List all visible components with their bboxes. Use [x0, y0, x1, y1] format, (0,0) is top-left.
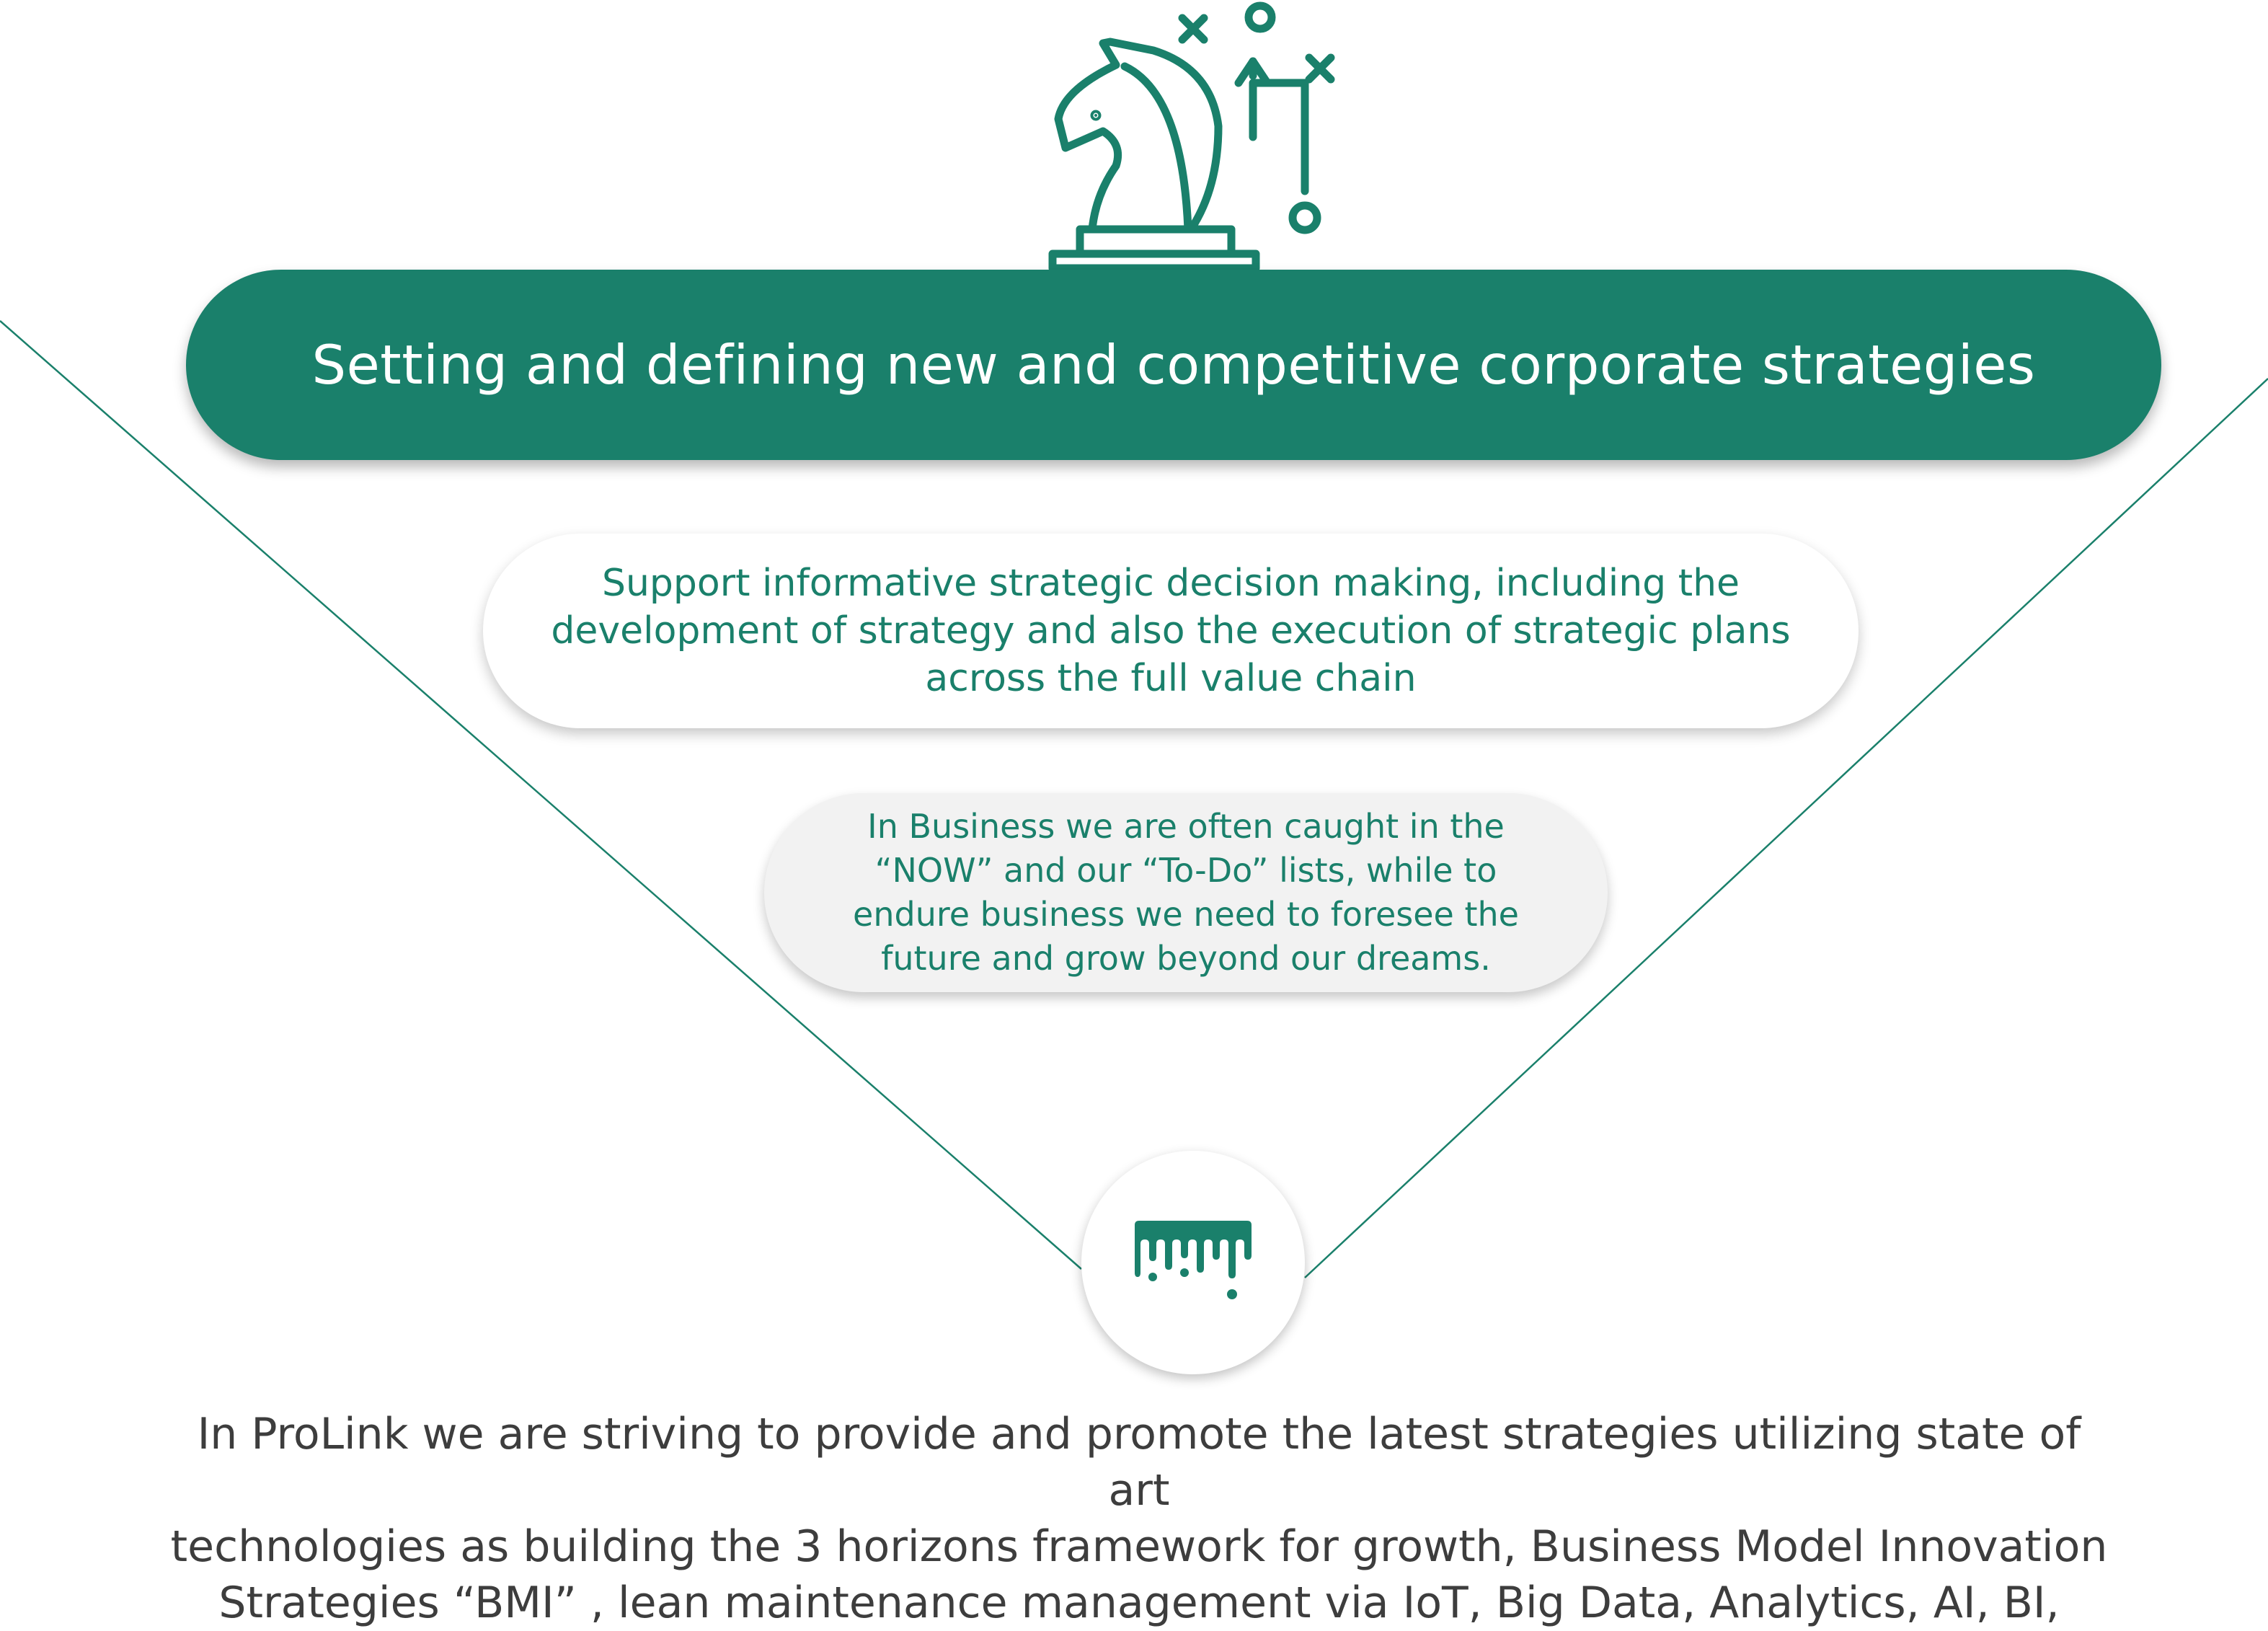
support-pill: Support informative strategic decision m…	[483, 534, 1859, 728]
chess-knight-strategy-icon	[1048, 1, 1335, 273]
footer-line: technologies as building the 3 horizons …	[170, 1521, 2108, 1572]
strategy-banner: Setting and defining new and competitive…	[186, 270, 2161, 460]
now-pill: In Business we are often caught in the “…	[764, 793, 1608, 992]
prolink-logo-icon	[1135, 1221, 1252, 1299]
funnel-line-left	[0, 320, 1082, 1270]
support-pill-text: Support informative strategic decision m…	[540, 560, 1802, 702]
footer-line: Strategies “BMI” , lean maintenance mana…	[218, 1578, 2060, 1628]
now-line: future and grow beyond our dreams.	[881, 939, 1491, 978]
banner-title: Setting and defining new and competitive…	[311, 333, 2036, 397]
support-line: Support informative strategic decision m…	[601, 562, 1740, 605]
now-pill-text: In Business we are often caught in the “…	[825, 805, 1546, 981]
footer-line: In ProLink we are striving to provide an…	[197, 1409, 2081, 1516]
now-line: endure business we need to foresee the	[853, 895, 1519, 934]
logo-badge	[1081, 1151, 1305, 1374]
footer-description: In ProLink we are striving to provide an…	[166, 1406, 2112, 1631]
funnel-line-right	[1304, 378, 2268, 1278]
support-line: development of strategy and also the exe…	[551, 609, 1791, 653]
now-line: In Business we are often caught in the	[867, 807, 1505, 846]
now-line: “NOW” and our “To-Do” lists, while to	[874, 851, 1497, 890]
support-line: across the full value chain	[925, 657, 1417, 700]
